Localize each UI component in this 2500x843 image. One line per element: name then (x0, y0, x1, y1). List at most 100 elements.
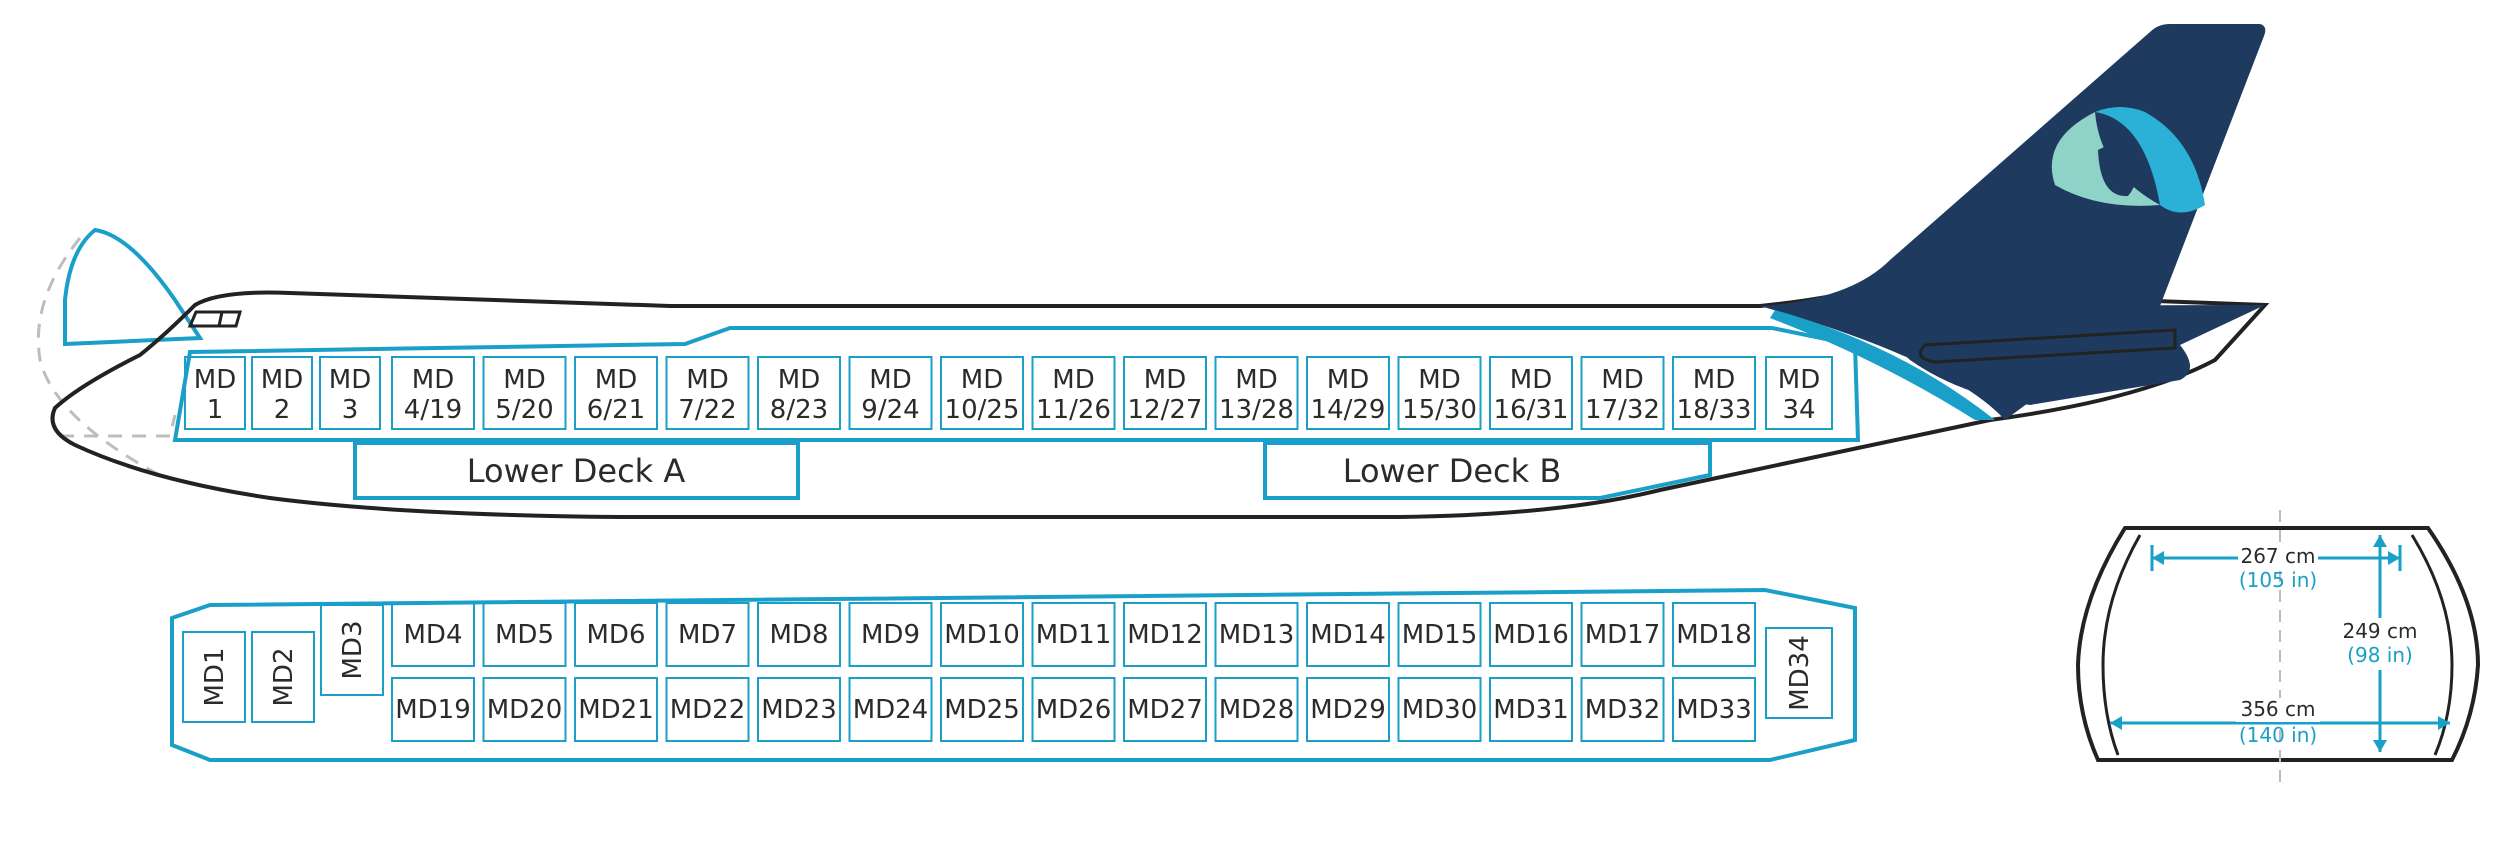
plan-position-label: MD19 (395, 695, 471, 725)
side-position-1: MD1 (184, 356, 246, 430)
plan-position-md20: MD20 (482, 677, 567, 742)
side-position-14: MD14/29 (1306, 356, 1390, 430)
plan-position-box (1123, 677, 1207, 742)
plan-position-md25: MD25 (940, 677, 1024, 742)
lower-deck-b-box (1263, 441, 1712, 500)
plan-position-label: MD32 (1585, 695, 1661, 725)
plan-position-label: MD8 (770, 620, 829, 650)
stabilizer-outline (1918, 328, 2177, 364)
side-position-label-line2: 18/33 (1677, 395, 1752, 425)
side-position-label-line1: MD (329, 365, 371, 395)
plan-position-label: MD9 (861, 620, 920, 650)
plan-position-md19: MD19 (391, 677, 475, 742)
side-position-7: MD7/22 (665, 356, 750, 430)
nose-door-open (63, 227, 204, 347)
plan-position-md28: MD28 (1214, 677, 1299, 742)
plan-position-label: MD27 (1127, 695, 1203, 725)
plan-position-md33: MD33 (1672, 677, 1756, 742)
plan-position-label: MD25 (944, 695, 1020, 725)
top-width-label-bg (2238, 545, 2318, 571)
plan-position-label: MD33 (1676, 695, 1752, 725)
plan-deck-outline (170, 587, 1857, 762)
plan-position-md9: MD9 (848, 602, 933, 667)
side-position-box (1765, 356, 1833, 430)
plan-position-box (940, 602, 1024, 667)
plan-position-box (1123, 602, 1207, 667)
floor-width-value: 356 cm (2240, 697, 2315, 721)
plan-position-box (1031, 677, 1116, 742)
side-position-box (757, 356, 841, 430)
plan-position-md34: MD34 (1765, 627, 1833, 719)
plan-position-md3: MD3 (320, 604, 384, 696)
side-position-box (848, 356, 933, 430)
plan-position-box (574, 677, 658, 742)
side-position-label-line1: MD (412, 365, 454, 395)
plan-position-box (1397, 677, 1482, 742)
plan-position-label: MD4 (404, 620, 463, 650)
plan-position-label: MD6 (587, 620, 646, 650)
plan-position-box (1489, 602, 1573, 667)
plan-position-label: MD7 (678, 620, 737, 650)
plan-position-box (757, 677, 841, 742)
side-position-13: MD13/28 (1214, 356, 1299, 430)
plan-position-box (251, 631, 315, 723)
plan-position-label: MD14 (1310, 620, 1386, 650)
plan-position-box (482, 677, 567, 742)
plan-position-md2: MD2 (251, 631, 315, 723)
side-position-19: MD34 (1765, 356, 1833, 430)
side-position-label-line1: MD (1601, 365, 1643, 395)
side-position-17: MD17/32 (1580, 356, 1665, 430)
side-view: Lower Deck A Lower Deck B MD1MD2MD3MD4/1… (36, 24, 2270, 519)
height-value: 249 cm (2342, 619, 2417, 643)
side-position-box (1123, 356, 1207, 430)
plan-position-md31: MD31 (1489, 677, 1573, 742)
plan-position-md5: MD5 (482, 602, 567, 667)
floor-width-label-bg (2236, 698, 2320, 722)
plan-position-box (1580, 677, 1665, 742)
cross-section-outline-inner (2101, 534, 2142, 756)
side-position-15: MD15/30 (1397, 356, 1482, 430)
plan-position-label: MD28 (1219, 695, 1295, 725)
cockpit-window-divider (217, 311, 224, 327)
cross-section-outline-inner-right (2410, 534, 2454, 756)
side-position-label-line1: MD (1052, 365, 1094, 395)
plan-position-box (1672, 602, 1756, 667)
plan-position-label: MD18 (1676, 620, 1752, 650)
plan-position-md30: MD30 (1397, 677, 1482, 742)
lower-deck-a-label: Lower Deck A (467, 452, 686, 490)
plan-position-box (182, 631, 246, 723)
plan-position-md14: MD14 (1306, 602, 1390, 667)
plan-position-md8: MD8 (757, 602, 841, 667)
plan-position-md23: MD23 (757, 677, 841, 742)
top-width-arrowhead-left (2152, 551, 2164, 565)
side-position-label-line1: MD (194, 365, 236, 395)
plan-position-label: MD20 (487, 695, 563, 725)
side-position-box (1672, 356, 1756, 430)
side-position-16: MD16/31 (1489, 356, 1573, 430)
side-position-label-line2: 17/32 (1585, 395, 1660, 425)
side-position-label-line2: 3 (342, 395, 359, 425)
cross-section: 267 cm (105 in) 249 cm (98 in) 356 cm (1… (2075, 510, 2481, 790)
side-position-label-line2: 2 (274, 395, 291, 425)
side-position-label-line1: MD (1693, 365, 1735, 395)
floor-width-arrowhead-left (2110, 716, 2122, 730)
side-position-label-line2: 13/28 (1219, 395, 1294, 425)
top-width-value: 267 cm (2240, 544, 2315, 568)
side-position-label-line1: MD (1510, 365, 1552, 395)
plan-position-box (757, 602, 841, 667)
plan-position-box (320, 604, 384, 696)
floor-width-value-in: (140 in) (2239, 723, 2317, 747)
cross-section-outline-outer (2075, 526, 2481, 762)
lower-deck-b-label: Lower Deck B (1343, 452, 1562, 490)
plan-position-box (1489, 677, 1573, 742)
lower-deck-a-box (353, 441, 800, 500)
side-position-label-line1: MD (595, 365, 637, 395)
plan-position-box (1765, 627, 1833, 719)
plan-position-box (1031, 602, 1116, 667)
plan-position-box (1672, 677, 1756, 742)
plan-position-label: MD12 (1127, 620, 1203, 650)
plan-position-label: MD31 (1493, 695, 1569, 725)
plan-position-md4: MD4 (391, 602, 475, 667)
